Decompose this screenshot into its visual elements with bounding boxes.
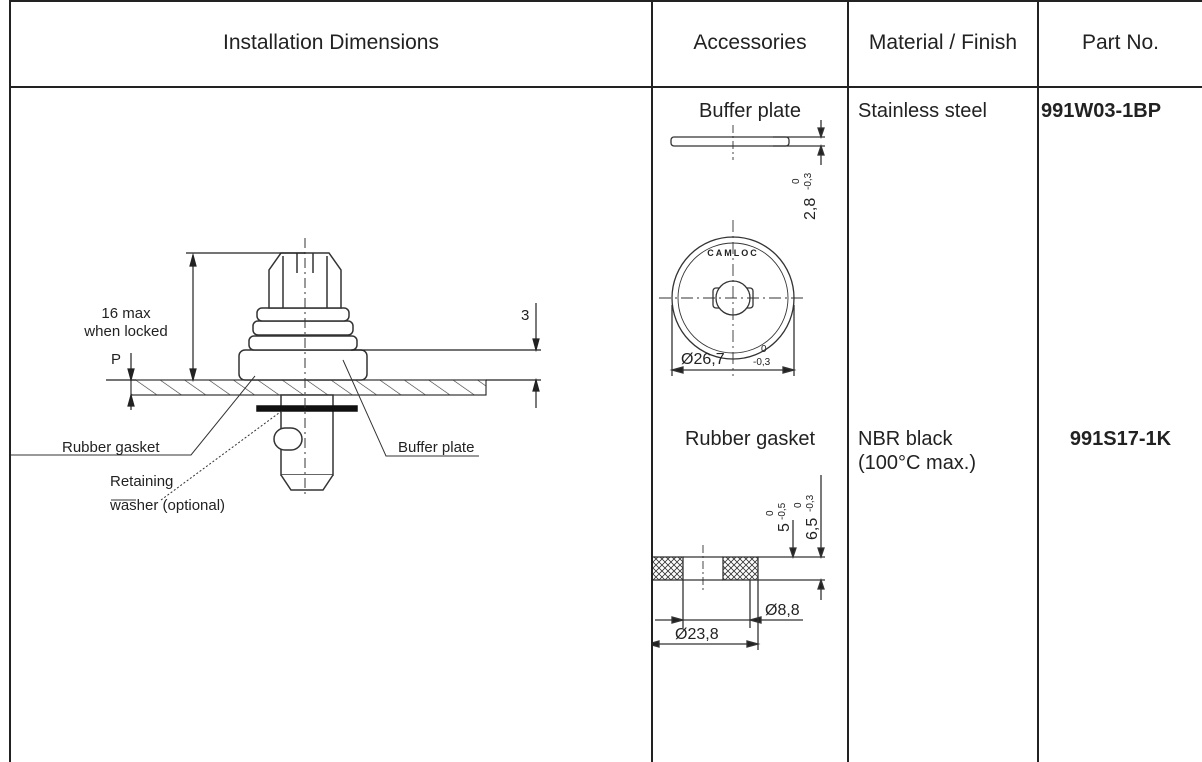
column-divider-3 (1037, 0, 1039, 762)
dim-3-label: 3 (521, 307, 529, 324)
installation-diagram: 16 max when locked 3 P Rubber gasket Buf… (11, 238, 541, 514)
fastener-drawing (238, 238, 368, 498)
header-divider (9, 86, 1202, 88)
table-top-border (9, 0, 1202, 2)
material-buffer-plate: Stainless steel (858, 100, 987, 122)
accessory-rubber-gasket: Rubber gasket (684, 428, 816, 450)
rubber-gasket-drawing: 5 0 -0,5 6,5 0 -0,3 Ø8,8 Ø23,8 (653, 475, 825, 650)
buffer-plate-diameter-tol-bot: -0,3 (753, 357, 771, 368)
material-rubber-gasket-line1: NBR black (858, 428, 953, 450)
part-no-rubber-gasket: 991S17-1K (1069, 428, 1172, 450)
gasket-outer-tol-top: 0 (793, 502, 804, 508)
gasket-inner-dim: 5 (776, 523, 793, 532)
dim-p-label: P (111, 351, 121, 368)
gasket-hole-diameter: Ø8,8 (765, 602, 800, 619)
part-no-buffer-plate: 991W03-1BP (1041, 100, 1162, 122)
column-divider-1 (651, 0, 653, 762)
header-accessories: Accessories (693, 31, 807, 54)
buffer-plate-thickness: 2,8 (802, 198, 819, 220)
table-left-border (9, 0, 11, 762)
buffer-plate-drawing: CAMLOC 2,8 0 -0,3 Ø26,7 0 -0,3 (659, 120, 825, 376)
dimension-lines (106, 252, 541, 410)
label-retaining-washer-2: washer (optional) (109, 497, 225, 514)
gasket-inner-tol-bot: -0,5 (777, 502, 788, 520)
gasket-outer-diameter: Ø23,8 (675, 626, 719, 643)
dim-16-label: 16 max (101, 305, 151, 322)
label-buffer-plate: Buffer plate (398, 439, 474, 456)
label-retaining-washer-1: Retaining (110, 473, 173, 490)
panel-section (130, 379, 487, 396)
accessory-buffer-plate: Buffer plate (699, 100, 801, 122)
header-part-no: Part No. (1081, 31, 1160, 54)
buffer-plate-diameter-tol-top: 0 (761, 344, 767, 355)
buffer-plate-thickness-tol-top: 0 (791, 178, 802, 184)
header-material-finish: Material / Finish (868, 31, 1018, 54)
buffer-plate-stamp: CAMLOC (707, 248, 759, 258)
gasket-outer-dim: 6,5 (804, 518, 821, 540)
gasket-outer-tol-bot: -0,3 (805, 494, 816, 512)
buffer-plate-thickness-tol-bot: -0,3 (803, 172, 814, 190)
leader-lines (11, 359, 479, 501)
column-divider-2 (847, 0, 849, 762)
dim-16-sublabel: when locked (83, 323, 167, 340)
buffer-plate-diameter: Ø26,7 (681, 351, 725, 368)
gasket-inner-tol-top: 0 (765, 510, 776, 516)
label-rubber-gasket: Rubber gasket (62, 439, 160, 456)
header-installation-dimensions: Installation Dimensions (223, 31, 439, 54)
material-rubber-gasket-line2: (100°C max.) (858, 452, 977, 474)
